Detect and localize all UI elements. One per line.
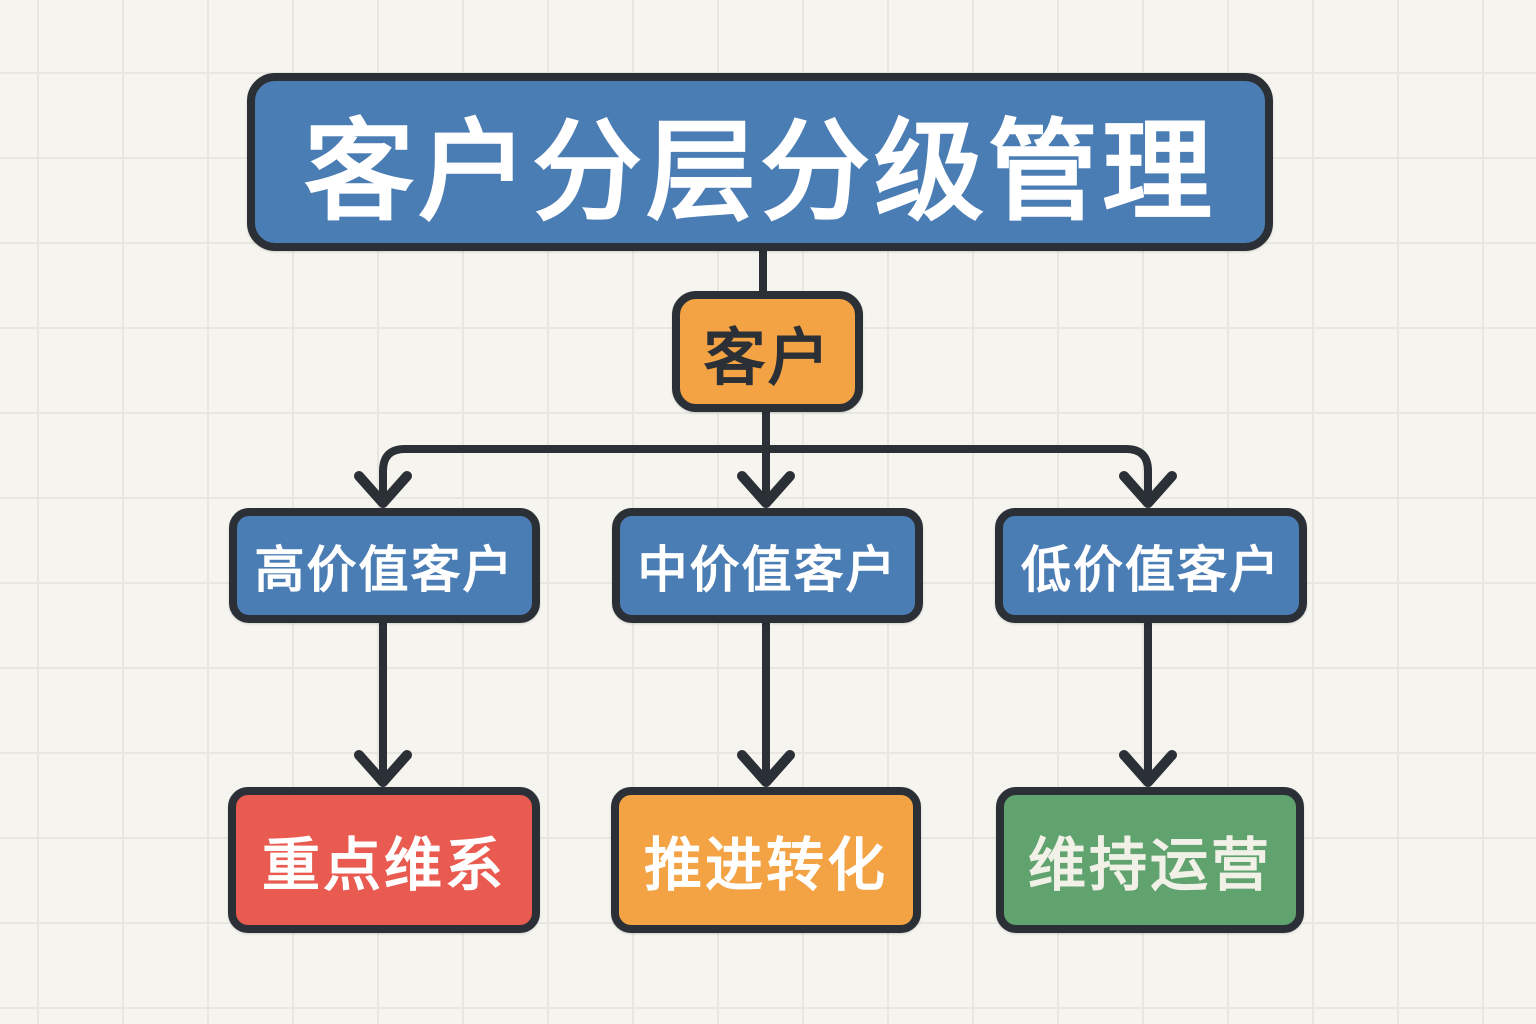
arrowhead-to-retain: [354, 750, 412, 787]
arrowhead-to-convert: [737, 750, 795, 787]
tier-node-low-value: 低价值客户: [995, 508, 1307, 623]
action-node-key-retention: 重点维系: [228, 787, 540, 933]
arrowhead-to-maintain: [1119, 750, 1177, 787]
tier-node-high-value: 高价值客户: [229, 508, 540, 623]
arrowhead-to-tier-high: [354, 471, 412, 508]
arrowhead-to-tier-low: [1119, 471, 1177, 508]
title-node: 客户分层分级管理: [247, 73, 1273, 251]
customer-node: 客户: [672, 291, 863, 412]
tier-node-mid-value: 中价值客户: [612, 508, 923, 623]
action-node-drive-conversion: 推进转化: [611, 787, 921, 933]
edge-customer-split-bar: [379, 445, 1152, 499]
arrowhead-to-tier-mid: [737, 471, 795, 508]
action-node-maintain-operations: 维持运营: [996, 787, 1304, 933]
